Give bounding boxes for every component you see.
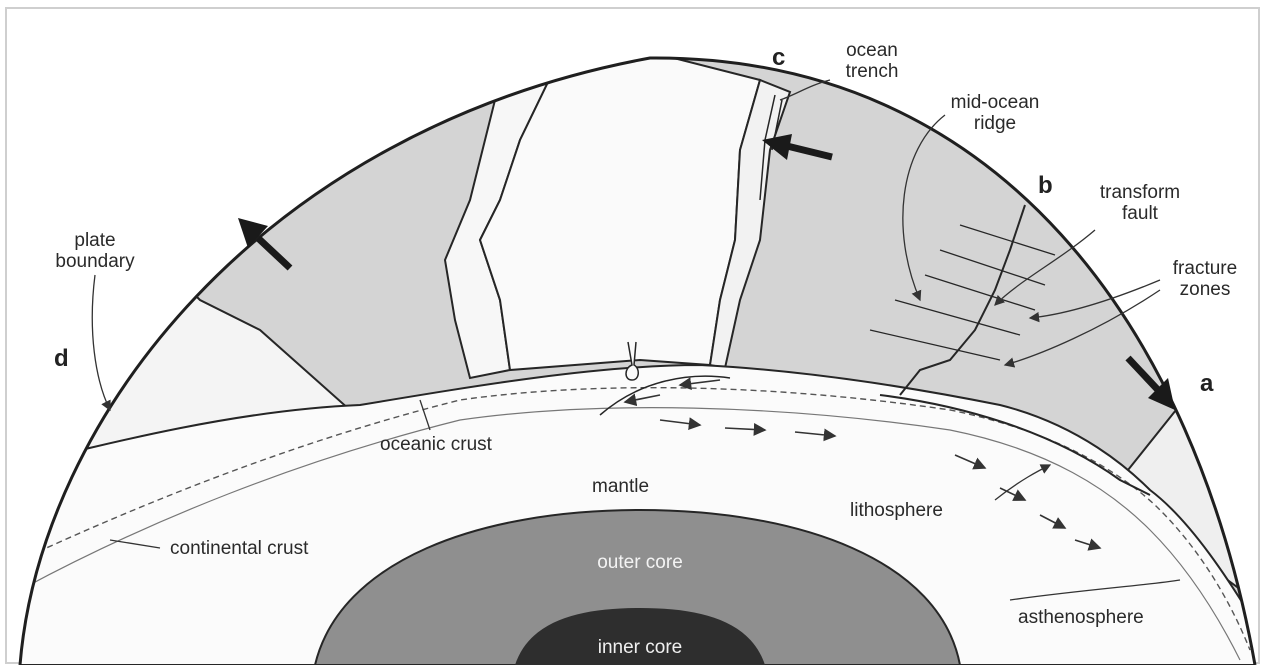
label-transform-fault: transform fault — [1080, 182, 1200, 224]
label-asthenosphere: asthenosphere — [1018, 607, 1144, 628]
label-mid-ocean-ridge: mid-ocean ridge — [935, 92, 1055, 134]
label-transform-fault-line2: fault — [1080, 203, 1200, 224]
label-mantle: mantle — [592, 476, 649, 497]
label-ocean-trench-line1: ocean — [822, 40, 922, 61]
label-fracture-zones-line1: fracture — [1150, 258, 1260, 279]
letter-c: c — [772, 44, 785, 72]
label-ocean-trench-line2: trench — [822, 61, 922, 82]
letter-b: b — [1038, 172, 1053, 200]
label-transform-fault-line1: transform — [1080, 182, 1200, 203]
label-mid-ocean-ridge-line2: ridge — [935, 113, 1055, 134]
label-mid-ocean-ridge-line1: mid-ocean — [935, 92, 1055, 113]
label-inner-core: inner core — [540, 637, 740, 659]
label-plate-boundary-line2: boundary — [40, 251, 150, 272]
letter-d: d — [54, 345, 69, 373]
label-plate-boundary-line1: plate — [40, 230, 150, 251]
label-continental-crust: continental crust — [170, 538, 308, 559]
label-outer-core: outer core — [540, 552, 740, 574]
label-plate-boundary: plate boundary — [40, 230, 150, 272]
label-lithosphere: lithosphere — [850, 500, 943, 521]
label-ocean-trench: ocean trench — [822, 40, 922, 82]
letter-a: a — [1200, 370, 1213, 398]
label-fracture-zones: fracture zones — [1150, 258, 1260, 300]
label-fracture-zones-line2: zones — [1150, 279, 1260, 300]
label-oceanic-crust: oceanic crust — [380, 434, 492, 455]
